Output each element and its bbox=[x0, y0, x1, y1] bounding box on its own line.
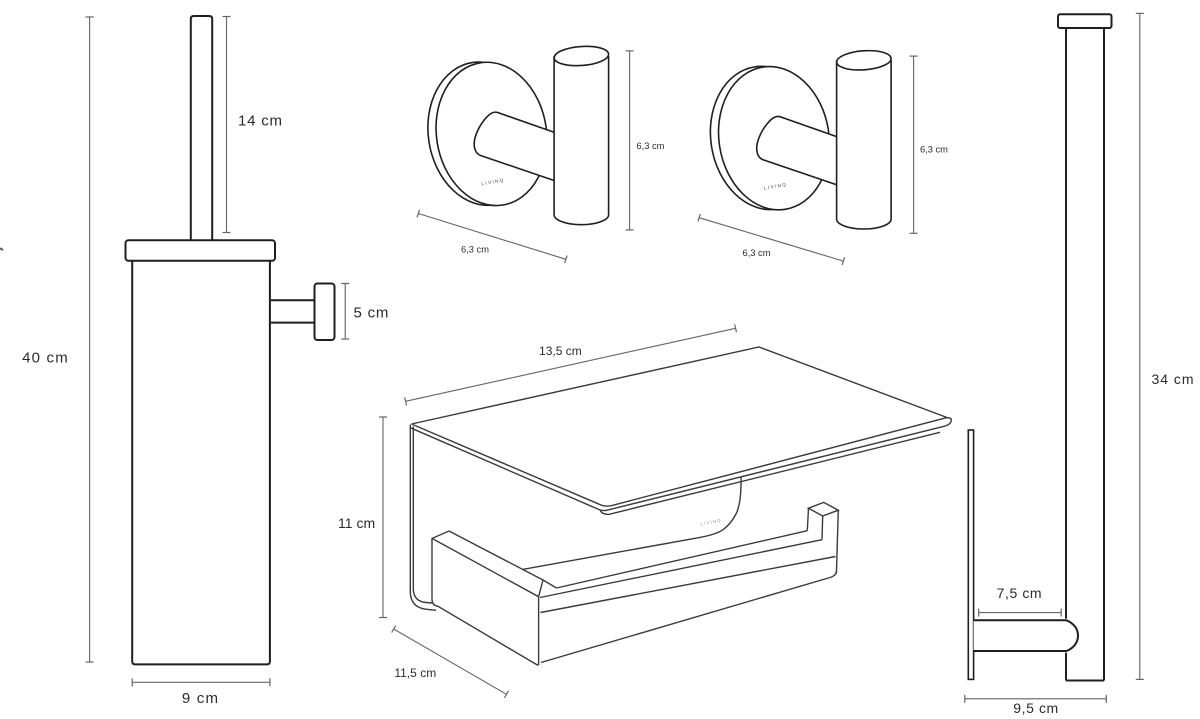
svg-text:9,5 cm: 9,5 cm bbox=[1013, 700, 1059, 716]
svg-text:5 cm: 5 cm bbox=[354, 305, 390, 322]
svg-text:9 cm: 9 cm bbox=[182, 690, 219, 707]
svg-text:LIVINQ: LIVINQ bbox=[481, 177, 505, 186]
svg-text:6,3 cm: 6,3 cm bbox=[637, 141, 665, 151]
svg-text:6,3 cm: 6,3 cm bbox=[920, 144, 948, 154]
svg-text:11,5 cm: 11,5 cm bbox=[394, 666, 436, 680]
svg-text:7,5 cm: 7,5 cm bbox=[997, 585, 1043, 601]
svg-text:11 cm: 11 cm bbox=[338, 515, 375, 531]
svg-text:14 cm: 14 cm bbox=[238, 112, 283, 129]
svg-text:40 cm: 40 cm bbox=[22, 350, 69, 367]
svg-text:13,5 cm: 13,5 cm bbox=[539, 344, 582, 358]
svg-text:6,3 cm: 6,3 cm bbox=[461, 244, 489, 254]
svg-text:LIVINQ: LIVINQ bbox=[764, 182, 788, 191]
svg-text:LIVINQ: LIVINQ bbox=[700, 517, 722, 526]
svg-text:6,3 cm: 6,3 cm bbox=[743, 248, 771, 258]
svg-text:34 cm: 34 cm bbox=[1151, 371, 1194, 387]
